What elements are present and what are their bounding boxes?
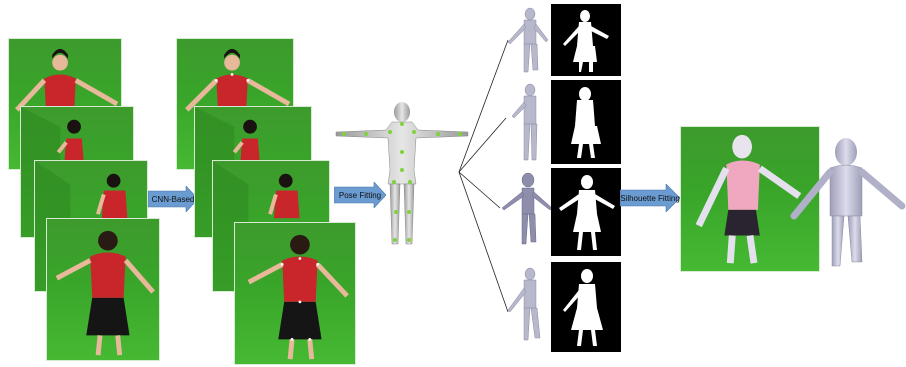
fitted-body-4: [504, 266, 548, 342]
silhouette-mask-1: [551, 4, 621, 76]
pose-fitting-label: Pose Fitting: [339, 191, 381, 200]
input-photo-back: [46, 218, 160, 361]
fitted-body-2: [508, 82, 548, 162]
fitted-body-1: [502, 6, 550, 74]
cnn-based-arrow: CNN-Based: [148, 186, 198, 212]
silhouette-mask-4: [551, 262, 621, 352]
result-fitted-mesh: [790, 136, 906, 270]
silhouette-fitting-label: Silhouette Fitting: [620, 194, 680, 203]
cnn-based-label: CNN-Based: [152, 195, 195, 204]
fitted-body-3: [498, 170, 556, 246]
silhouette-fitting-arrow: Silhouette Fitting: [620, 184, 680, 212]
template-body-with-joints: [334, 100, 470, 248]
silhouette-mask-2: [551, 80, 621, 164]
silhouette-mask-3: [551, 168, 621, 256]
